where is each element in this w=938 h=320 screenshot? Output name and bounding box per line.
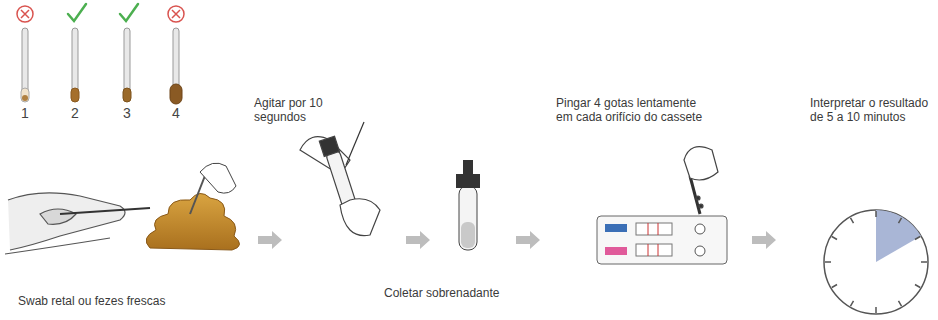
- stool-sample: [146, 163, 239, 250]
- clock-tick: [851, 301, 854, 306]
- shake-tube: [300, 122, 380, 236]
- test-cassette: [597, 216, 727, 264]
- reject-icon: [17, 6, 184, 22]
- supernatant-tube: [456, 160, 480, 250]
- clock-tick: [832, 237, 837, 240]
- clock-tick: [915, 237, 920, 240]
- step-caption: Coletar sobrenadante: [384, 286, 544, 300]
- clock-tick: [825, 261, 831, 263]
- step-arrow: [258, 231, 776, 249]
- dropper-hand: [684, 147, 718, 214]
- callout-number: 2: [65, 106, 85, 120]
- swab-tips: [21, 84, 182, 104]
- clock-tick: [899, 301, 902, 306]
- accept-icon: [68, 4, 138, 21]
- clock-tick: [915, 285, 920, 288]
- step-caption: Agitar por 10 segundos: [254, 96, 344, 124]
- callout-number: 1: [15, 106, 35, 120]
- clock-tick: [875, 211, 877, 217]
- timer-clock: [824, 210, 928, 314]
- swabs: [22, 28, 179, 100]
- callout-number: 3: [117, 106, 137, 120]
- clock-tick: [921, 261, 927, 263]
- step-caption: Pingar 4 gotas lentamente em cada orifíc…: [556, 96, 706, 124]
- rectal-swab-scene: [5, 193, 150, 254]
- clock-tick: [832, 285, 837, 288]
- callout-number: 4: [166, 106, 186, 120]
- step-caption: Interpretar o resultado de 5 a 10 minuto…: [810, 96, 930, 124]
- step-caption: Swab retal ou fezes frescas: [18, 294, 238, 308]
- clock-tick: [851, 218, 854, 223]
- clock-tick: [899, 218, 902, 223]
- clock-tick: [875, 307, 877, 313]
